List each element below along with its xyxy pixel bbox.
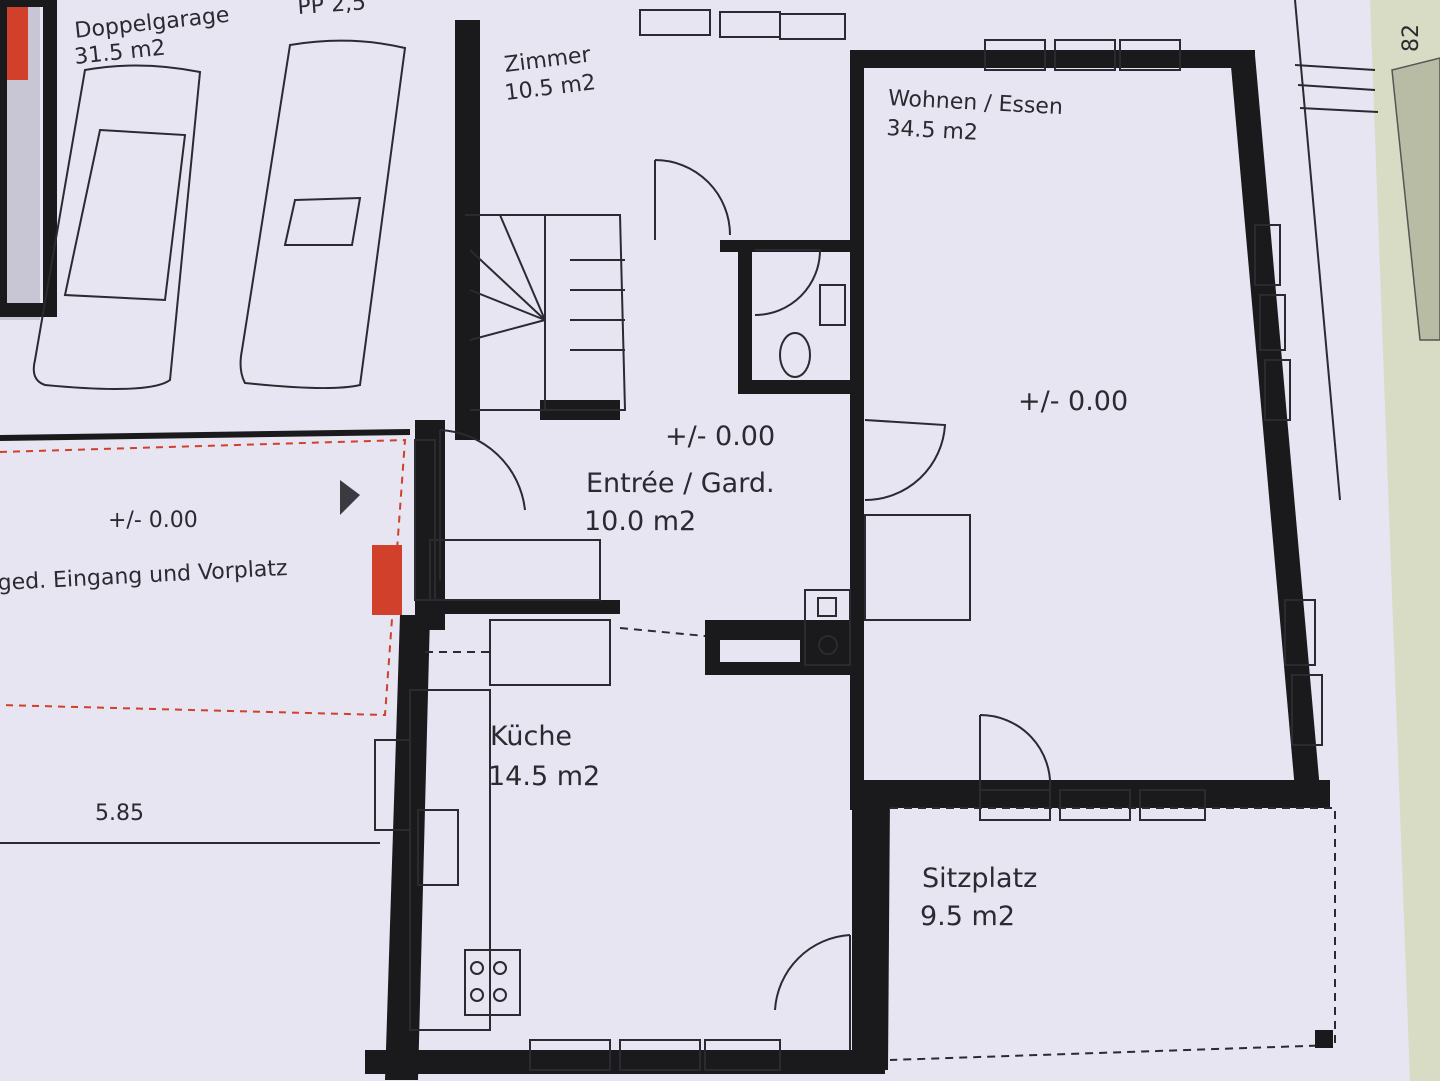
section-hatch bbox=[1391, 57, 1440, 341]
wc-fixtures bbox=[779, 284, 846, 378]
arrow-icon bbox=[340, 480, 360, 515]
walls bbox=[365, 20, 1330, 1080]
doors bbox=[439, 159, 1052, 1050]
terrace-outline bbox=[889, 807, 1336, 1061]
car-right bbox=[239, 39, 407, 390]
wohnen-name: Wohnen / Essen bbox=[887, 86, 1063, 120]
exterior-stairs bbox=[1294, 0, 1379, 501]
entree-level: +/- 0.00 bbox=[665, 421, 775, 452]
entrance-label: ged. Eingang und Vorplatz bbox=[0, 556, 288, 596]
entrance-area-outline bbox=[0, 438, 407, 717]
entree-area: 10.0 m2 bbox=[584, 506, 696, 537]
kitchen-fixtures bbox=[409, 514, 971, 1031]
parking-label: PP 2,5 bbox=[297, 0, 367, 20]
car-left bbox=[32, 64, 202, 390]
garage-left-wall bbox=[0, 0, 57, 317]
corner-post bbox=[1315, 1030, 1333, 1048]
kueche-name: Küche bbox=[490, 721, 572, 752]
kitchen-divider bbox=[619, 627, 706, 637]
kueche-area: 14.5 m2 bbox=[488, 761, 600, 792]
section-dimension: 82 bbox=[1399, 24, 1424, 52]
wohnen-area: 34.5 m2 bbox=[886, 116, 979, 146]
garage-level: +/- 0.00 bbox=[108, 508, 198, 533]
sitzplatz-name: Sitzplatz bbox=[922, 863, 1037, 894]
garage-front-wall bbox=[0, 429, 411, 441]
sitzplatz-area: 9.5 m2 bbox=[920, 901, 1015, 932]
dimension-label: 5.85 bbox=[95, 801, 144, 826]
windows bbox=[374, 9, 1323, 1071]
staircase bbox=[465, 214, 627, 411]
entree-name: Entrée / Gard. bbox=[586, 468, 775, 499]
wohnen-level: +/- 0.00 bbox=[1018, 386, 1128, 417]
